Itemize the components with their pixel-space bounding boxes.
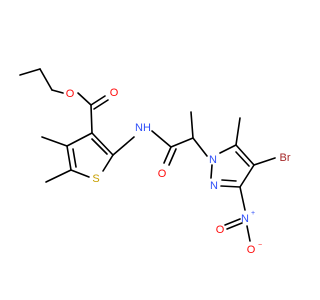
bond-c3-nitro bbox=[239, 186, 246, 211]
bond-nitro-o1-b bbox=[226, 222, 243, 230]
bond-c4-methyl bbox=[41, 136, 68, 147]
atom-o-ester: O bbox=[66, 88, 75, 100]
bond-c-o-double-1 bbox=[90, 95, 106, 106]
bond-c5-c4-inner bbox=[235, 151, 250, 167]
molecule-diagram: O O NH S O N N Br N + O O − bbox=[19, 68, 291, 256]
bond-c3-n2 bbox=[220, 185, 241, 188]
charge-n-nitro: + bbox=[251, 210, 255, 217]
bond-ester-c3 bbox=[90, 104, 93, 134]
bond-ethyl-ch3 bbox=[39, 68, 53, 91]
bond-c4-c5-inner bbox=[72, 148, 77, 168]
bond-nitro-o1-a bbox=[224, 218, 241, 226]
bond-c2-nh bbox=[112, 136, 135, 156]
bond-ch2-o bbox=[51, 89, 64, 94]
atom-o-nitro-2: O bbox=[247, 244, 256, 256]
bond-c5-methyl bbox=[45, 169, 72, 183]
bond-c4-c5 bbox=[66, 145, 72, 171]
bond-ethyl-ch2 bbox=[19, 68, 41, 76]
bond-s-c2 bbox=[102, 154, 114, 172]
atom-n-pyrazole-2: N bbox=[210, 180, 218, 192]
atom-br: Br bbox=[280, 152, 291, 164]
bond-c3-c4 bbox=[66, 132, 93, 147]
bonds bbox=[19, 68, 276, 242]
bond-c2-c3-inner bbox=[91, 138, 108, 155]
bond-amide-co-2 bbox=[168, 148, 177, 166]
bond-c-o-double-2 bbox=[93, 99, 109, 110]
bond-amide-co-1 bbox=[163, 146, 172, 164]
bond-ch-methyl bbox=[190, 111, 194, 139]
bond-nh-co bbox=[151, 130, 172, 148]
bond-nitro-o2 bbox=[246, 225, 251, 242]
bond-c3-n2-inner bbox=[221, 179, 237, 182]
atom-n-nitro: N bbox=[241, 213, 249, 225]
atom-o-amide: O bbox=[158, 168, 167, 180]
atom-nh: NH bbox=[135, 122, 151, 134]
charge-o-nitro: − bbox=[258, 242, 262, 249]
bond-ch-n1 bbox=[192, 137, 208, 157]
atom-n-pyrazole-1: N bbox=[209, 154, 217, 166]
bond-n2-n1 bbox=[210, 164, 213, 179]
atom-s: S bbox=[92, 173, 99, 185]
bond-c5-s bbox=[70, 169, 90, 178]
atom-o-nitro-1: O bbox=[216, 224, 225, 236]
bond-c2-c3 bbox=[91, 132, 114, 156]
atom-o-carbonyl-ester: O bbox=[110, 87, 119, 99]
bond-c5-c4 bbox=[235, 144, 255, 166]
bond-c4-br bbox=[253, 157, 276, 166]
bond-n1-c5 bbox=[219, 144, 237, 154]
bond-c4-c3 bbox=[239, 164, 255, 188]
bond-co-ch bbox=[170, 137, 194, 148]
bond-pyr-methyl bbox=[235, 117, 241, 146]
bond-o-c bbox=[77, 92, 92, 106]
atom-labels: O O NH S O N N Br N + O O − bbox=[66, 87, 291, 256]
